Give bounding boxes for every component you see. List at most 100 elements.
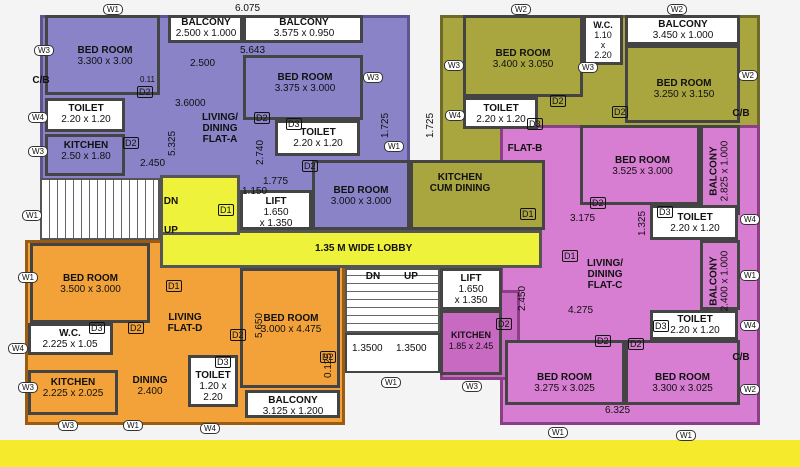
c-bed-3 (625, 340, 740, 405)
b-bed-2 (625, 45, 740, 123)
window-w1-bottom-d: W1 (123, 420, 143, 431)
dim-13500a: 1.3500 (352, 343, 383, 354)
door-d1-1: D1 (218, 204, 234, 216)
dim-3175: 3.175 (570, 213, 596, 224)
window-w2-top-b: W2 (511, 4, 531, 15)
door-d3-6: D3 (215, 356, 231, 368)
window-w4-right-c: W4 (740, 214, 760, 225)
dim-5325: 5.325 (167, 130, 179, 157)
lobby-upper (160, 175, 240, 235)
door-d1-4: D1 (166, 280, 182, 292)
b-flat-label: FLAT-B (507, 143, 543, 154)
window-w3-right-a: W3 (363, 72, 383, 83)
window-w1-left-4: W1 (18, 272, 38, 283)
c-bed-1 (580, 125, 700, 205)
window-w3-left-6: W3 (18, 382, 38, 393)
door-d2-7: D2 (590, 197, 606, 209)
door-d3-2: D3 (527, 118, 543, 130)
window-w2-right-bottom: W2 (740, 384, 760, 395)
dim-5643: 5.643 (240, 45, 266, 56)
window-w4-left-1: W4 (28, 112, 48, 123)
window-w4-left-5: W4 (8, 343, 28, 354)
window-w1-top-a: W1 (103, 4, 123, 15)
d-balcony (245, 390, 340, 418)
dim-1150: 1.150 (242, 186, 268, 197)
window-w3-left-2: W3 (28, 146, 48, 157)
c-balcony-2 (700, 240, 740, 310)
b-bed-1 (463, 15, 583, 97)
window-w1-left-3: W1 (22, 210, 42, 221)
bottom-strip (0, 440, 800, 467)
door-d1-3: D1 (562, 250, 578, 262)
stairs-up-upper: UP (164, 225, 178, 236)
stairs-upper (40, 178, 160, 240)
door-d2-8: D2 (496, 318, 512, 330)
stairs-up-lower: UP (404, 271, 418, 282)
window-w3-b-left: W3 (444, 60, 464, 71)
dim-1325: 1.325 (637, 210, 649, 237)
a-bed-2 (243, 55, 363, 120)
d-wc (28, 323, 113, 355)
bed-mid (312, 160, 410, 230)
window-w4-b: W4 (445, 110, 465, 121)
dim-2740: 2.740 (255, 139, 267, 166)
window-w1-right-c: W1 (740, 270, 760, 281)
dim-1775: 1.775 (263, 176, 289, 187)
d-bed-2 (240, 268, 340, 388)
stairs-lower (345, 268, 440, 333)
window-w3-bottom-d: W3 (58, 420, 78, 431)
door-d2-5: D2 (550, 95, 566, 107)
b-toilet (463, 97, 538, 129)
lobby-label: 1.35 M WIDE LOBBY (315, 243, 413, 254)
a-balcony-1 (168, 15, 243, 43)
window-w1-bottom-mid: W1 (381, 377, 401, 388)
cb-label-3: C/B (732, 352, 750, 363)
window-w1-bottom-c1: W1 (548, 427, 568, 438)
window-w3-bottom-mid: W3 (462, 381, 482, 392)
dim-2500: 2.500 (190, 58, 216, 69)
c-bed-2 (505, 340, 625, 405)
window-w1-mid-a: W1 (384, 141, 404, 152)
door-d2-13: D2 (320, 351, 336, 363)
door-d2-2: D2 (123, 137, 139, 149)
window-w3-left-1: W3 (34, 45, 54, 56)
door-d2-11: D2 (128, 322, 144, 334)
a-toilet-2 (275, 120, 360, 156)
stairs-dn-lower: DN (365, 271, 381, 282)
window-w3-b-right: W3 (578, 62, 598, 73)
d-bed-1 (30, 243, 150, 323)
kitchen-mid (440, 310, 502, 375)
dim-011: 0.11 (140, 75, 155, 84)
b-kitchen (410, 160, 545, 230)
lift-1 (240, 190, 312, 230)
stairs-landing (345, 333, 440, 373)
c-toilet-2 (650, 310, 738, 340)
dim-13500b: 1.3500 (396, 343, 427, 354)
door-d1-2: D1 (520, 208, 536, 220)
b-balcony (625, 15, 740, 45)
lobby (160, 230, 542, 268)
a-balcony-2 (243, 15, 363, 43)
